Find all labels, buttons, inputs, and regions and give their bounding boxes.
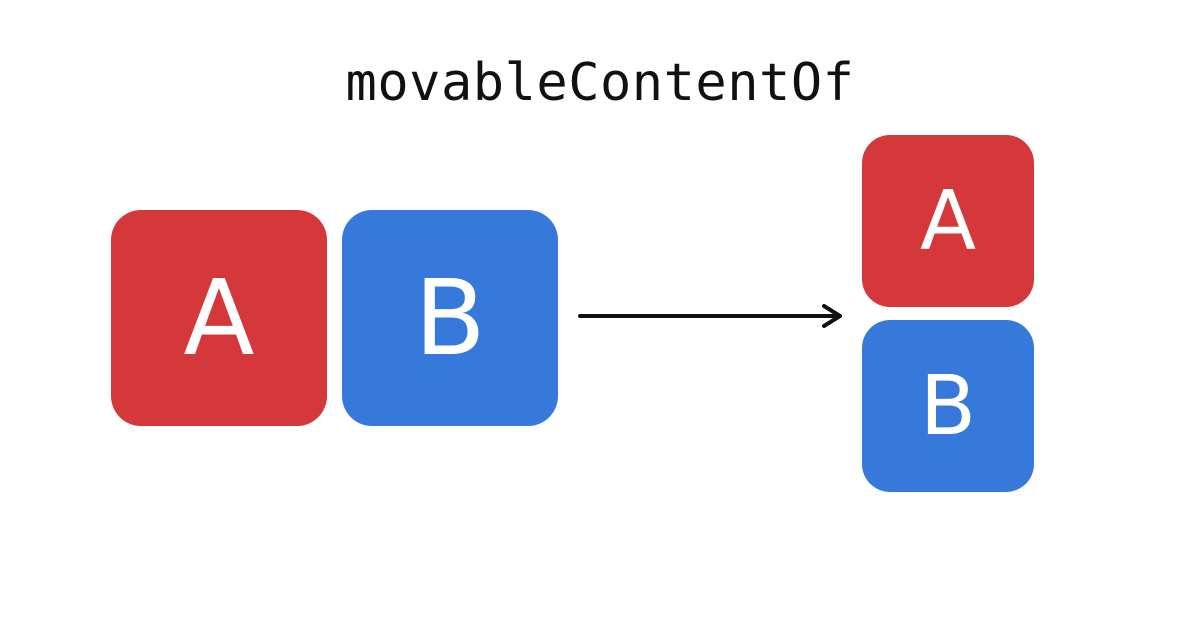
after-box-b: B (862, 320, 1034, 492)
before-box-b: B (342, 210, 558, 426)
before-box-b-label: B (414, 257, 486, 379)
arrow-right-icon (578, 304, 842, 328)
before-box-a-label: A (183, 257, 255, 379)
diagram-title: movableContentOf (345, 53, 855, 113)
after-box-a-label: A (919, 173, 977, 269)
after-box-b-label: B (919, 358, 977, 454)
before-box-a: A (111, 210, 327, 426)
after-box-a: A (862, 135, 1034, 307)
